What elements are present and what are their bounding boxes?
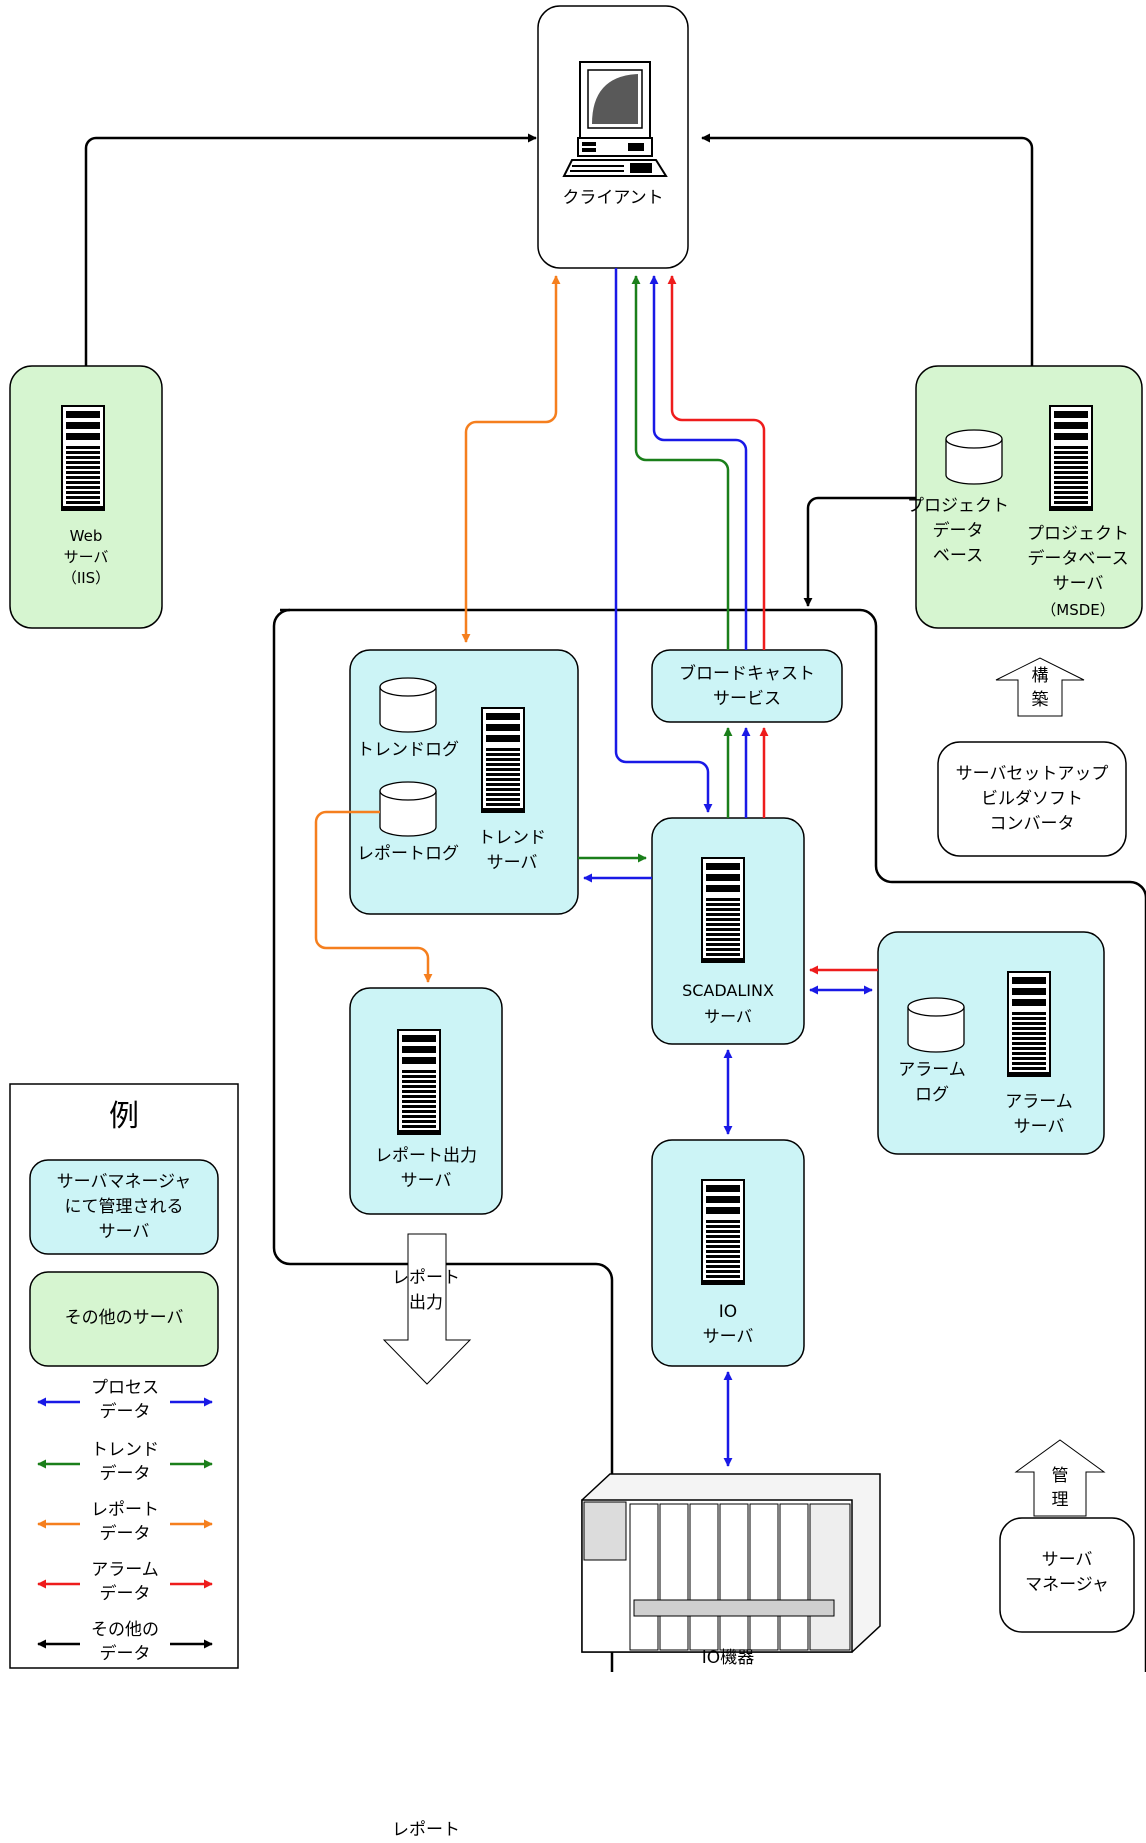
- trend-server-label: トレンド サーバ: [478, 828, 546, 873]
- trend-data-broadcast-to-client-line: [631, 275, 730, 650]
- legend-process-label: プロセス データ: [91, 1378, 159, 1422]
- dbserver-to-client-line: [701, 133, 1034, 366]
- legend-managed-label: サーバマネージャ にて管理される サーバ: [56, 1172, 192, 1242]
- legend-other-server-label: その他のサーバ: [64, 1308, 184, 1328]
- report-data-client-trend-line: [461, 275, 561, 643]
- server-manager-box: [999, 1517, 1135, 1633]
- managed-region-outline-left: [272, 608, 614, 1672]
- setup-tools-box: [937, 741, 1127, 857]
- report-output-server-label: レポート出力 サーバ: [375, 1146, 477, 1191]
- manage-arrow-label: 管 理: [1051, 1466, 1069, 1510]
- io-device-icon: [581, 1473, 881, 1653]
- system-diagram: [9, 5, 1146, 1672]
- client-label: クライアント: [562, 188, 664, 208]
- alarm-data-broadcast-to-client-line: [667, 275, 766, 650]
- io-device-label: IO機器: [701, 1648, 755, 1668]
- web-to-client-line: [84, 133, 537, 366]
- computer-icon: [562, 61, 668, 177]
- process-data-broadcast-to-client-line: [649, 275, 748, 650]
- project-db-icon: [945, 429, 1003, 485]
- msde-label: （MSDE）: [1041, 601, 1115, 619]
- legend-report-label: レポート データ: [91, 1500, 159, 1544]
- legend-other-swatch: [29, 1271, 219, 1367]
- setup-tools-label: サーバセットアップ ビルダソフト コンバータ: [955, 764, 1109, 834]
- legend-alarm-label: アラーム データ: [91, 1560, 159, 1604]
- trend-server-icon: [481, 707, 525, 813]
- managed-region-outline: [280, 608, 1146, 1672]
- io-server-label: IO サーバ: [702, 1302, 754, 1347]
- project-db-server-label: プロジェクト データベース サーバ: [1027, 524, 1129, 594]
- report-output-server-icon: [397, 1029, 441, 1135]
- broadcast-service-label: ブロードキャスト サービス: [679, 664, 815, 709]
- trend-log-db-icon: [379, 677, 437, 733]
- scadalinx-server-icon: [701, 857, 745, 963]
- manage-arrow: [1014, 1439, 1106, 1517]
- report-log-label: レポートログ: [357, 844, 459, 864]
- build-arrow: [995, 657, 1085, 717]
- legend-trend-label: トレンド データ: [91, 1440, 159, 1484]
- legend-managed-swatch: [29, 1159, 219, 1255]
- alarm-server-label: アラーム サーバ: [1005, 1092, 1073, 1137]
- report-data-log-to-output-line: [314, 810, 433, 983]
- printer-label: レポート: [392, 1820, 460, 1840]
- build-arrow-label: 構 築: [1031, 666, 1049, 710]
- alarm-log-label: アラーム ログ: [898, 1060, 966, 1105]
- scadalinx-server-label: SCADALINX サーバ: [682, 981, 774, 1026]
- server-manager-label: サーバ マネージャ: [1025, 1550, 1109, 1595]
- alarm-server-icon: [1007, 971, 1051, 1077]
- legend-other-data-label: その他の データ: [91, 1620, 159, 1664]
- web-server-label: Web サーバ （IIS）: [61, 527, 111, 587]
- web-server-icon: [61, 405, 105, 511]
- dbserver-to-managed-line: [803, 496, 916, 607]
- report-log-db-icon: [379, 781, 437, 837]
- trend-log-label: トレンドログ: [357, 740, 459, 760]
- alarm-log-db-icon: [907, 997, 965, 1053]
- project-db-label: プロジェクト データ ベース: [907, 496, 1009, 566]
- project-db-server-icon: [1049, 405, 1093, 511]
- legend-title: 例: [109, 1099, 139, 1134]
- report-output-arrow: [382, 1233, 472, 1385]
- process-data-client-to-scadalinx-line: [614, 268, 713, 813]
- io-server-icon: [701, 1179, 745, 1285]
- report-output-arrow-label: レポート 出力: [392, 1268, 460, 1313]
